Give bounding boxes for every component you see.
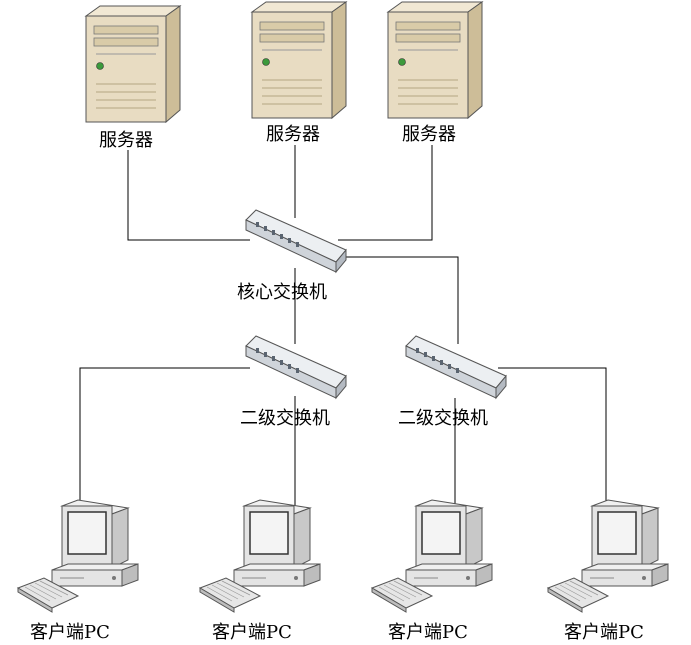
server-1: 服务器 bbox=[85, 5, 181, 151]
client-pc-3: 客户端PC bbox=[371, 499, 493, 643]
server-icon bbox=[251, 1, 347, 119]
client-pc-2: 客户端PC bbox=[199, 499, 321, 643]
link-server-3-core bbox=[338, 145, 433, 241]
link-access-2-pc-4 bbox=[498, 367, 607, 505]
client-pc-4-label: 客户端PC bbox=[564, 622, 644, 643]
client-pc-3-label: 客户端PC bbox=[388, 622, 468, 643]
client-pc-1: 客户端PC bbox=[17, 499, 139, 643]
server-2-label: 服务器 bbox=[266, 124, 320, 145]
access-switch-2-label: 二级交换机 bbox=[398, 408, 488, 429]
core-switch: 核心交换机 bbox=[237, 209, 347, 303]
server-icon bbox=[387, 1, 483, 119]
desktop-pc-icon bbox=[371, 499, 493, 613]
desktop-pc-icon bbox=[199, 499, 321, 613]
access-switch-1-label: 二级交换机 bbox=[240, 408, 330, 429]
desktop-pc-icon bbox=[547, 499, 669, 613]
switch-icon bbox=[245, 209, 347, 273]
server-2: 服务器 bbox=[251, 1, 347, 145]
server-1-label: 服务器 bbox=[99, 130, 153, 151]
desktop-pc-icon bbox=[17, 499, 139, 613]
connection-lines bbox=[79, 145, 607, 510]
access-switch-2: 二级交换机 bbox=[398, 335, 507, 429]
link-server-1-core bbox=[127, 150, 250, 241]
core-switch-label: 核心交换机 bbox=[237, 282, 327, 303]
switch-icon bbox=[405, 335, 507, 399]
client-pc-4: 客户端PC bbox=[547, 499, 669, 643]
link-access-1-pc-1 bbox=[79, 367, 250, 500]
switch-icon bbox=[245, 335, 347, 399]
client-pc-1-label: 客户端PC bbox=[30, 622, 110, 643]
client-pc-2-label: 客户端PC bbox=[212, 622, 292, 643]
link-core-access-2 bbox=[338, 256, 459, 344]
server-3-label: 服务器 bbox=[402, 124, 456, 145]
access-switch-1: 二级交换机 bbox=[240, 335, 347, 429]
server-icon bbox=[85, 5, 181, 123]
server-3: 服务器 bbox=[387, 1, 483, 145]
